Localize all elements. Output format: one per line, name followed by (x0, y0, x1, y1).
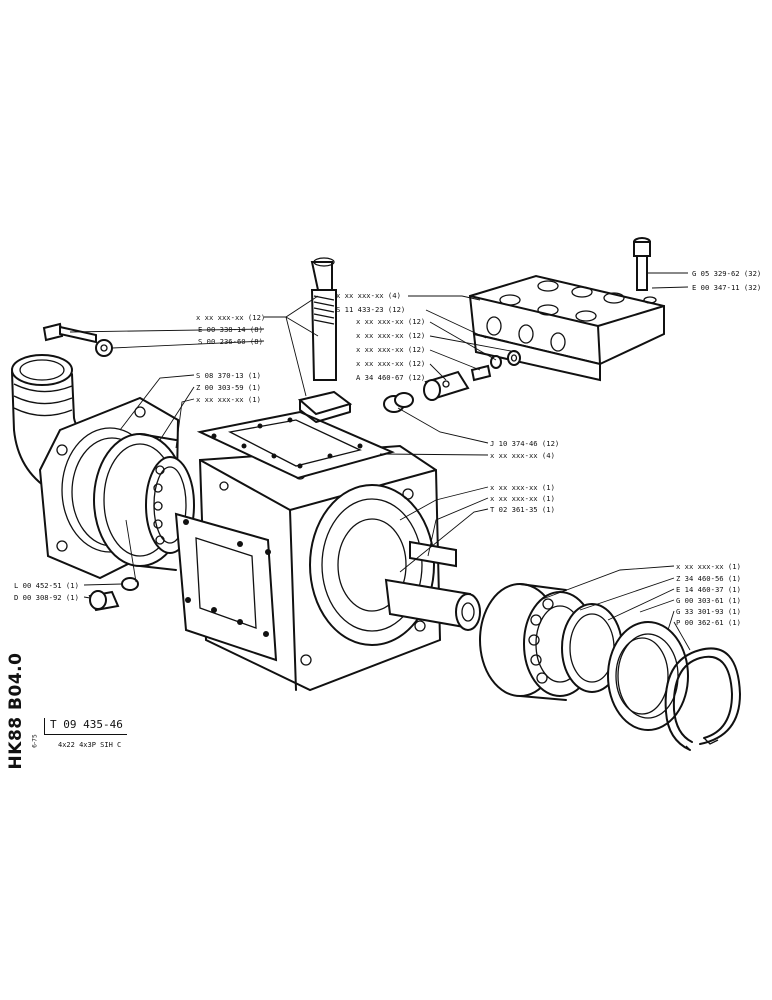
callout-labels: G 05 329-62 (32) E 00 347-11 (32) x xx x… (14, 269, 761, 627)
callout-g05: G 05 329-62 (32) (692, 269, 761, 278)
bolt-left (42, 322, 113, 357)
callout-xx12e: x xx xxx-xx (12) (196, 313, 265, 322)
callout-xx1b: x xx xxx-xx (1) (490, 483, 555, 492)
cap-screw (633, 237, 651, 291)
callout-xx1a: x xx xxx-xx (1) (196, 395, 261, 404)
drawing-code: HK88 B04.0 (4, 653, 28, 770)
reference-number: T 09 435-46 (50, 718, 123, 731)
callout-xx12d: x xx xxx-xx (12) (356, 359, 425, 368)
callout-xx12c: x xx xxx-xx (12) (356, 345, 425, 354)
callout-e14: E 14 460-37 (1) (676, 585, 741, 594)
drain-plug (88, 577, 139, 612)
date-code-text: 6-75 (31, 734, 39, 748)
callout-e00a: E 00 347-11 (32) (692, 283, 761, 292)
callout-t02: T 02 361-35 (1) (490, 505, 555, 514)
top-gasket (196, 410, 395, 480)
callout-xx4b: x xx xxx-xx (4) (490, 451, 555, 460)
callout-g00: G 00 303-61 (1) (676, 596, 741, 605)
bearing-housing (93, 433, 195, 571)
callout-s00: S 00 236-60 (8) (198, 337, 263, 346)
drawing-code-text: HK88 B04.0 (6, 652, 26, 770)
callout-d00: D 00 308-92 (1) (14, 593, 79, 602)
callout-z00: Z 00 303-59 (1) (196, 383, 261, 392)
reference-caption: 4x22 4x3P SIH C (58, 741, 122, 749)
callout-xx1c: x xx xxx-xx (1) (490, 494, 555, 503)
callout-e00b: E 00 338-14 (8) (198, 325, 263, 334)
callout-j10: J 10 374-46 (12) (490, 439, 559, 448)
callout-l00: L 00 452-51 (1) (14, 581, 79, 590)
top-cover-block (468, 274, 665, 382)
vertical-shaft (297, 257, 353, 423)
callout-xx12a: x xx xxx-xx (12) (356, 317, 425, 326)
callout-xx4: x xx xxx-xx (4) (336, 291, 401, 300)
date-code: 6-75 (30, 726, 40, 756)
leader-lines (69, 272, 691, 651)
reference-box (44, 718, 127, 735)
snap-ring (664, 647, 741, 751)
output-shaft (384, 540, 481, 631)
gearbox-housing (174, 444, 442, 692)
callout-p00: P 00 362-61 (1) (676, 618, 741, 627)
bearing-stack (479, 583, 689, 731)
callout-s11: S 11 433-23 (12) (336, 305, 405, 314)
callout-xx1d: x xx xxx-xx (1) (676, 562, 741, 571)
callout-s08: S 08 370-13 (1) (196, 371, 261, 380)
callout-z34: Z 34 460-56 (1) (676, 574, 741, 583)
valve-assembly (383, 350, 521, 413)
callout-xx12b: x xx xxx-xx (12) (356, 331, 425, 340)
callout-g33: G 33 301-93 (1) (676, 607, 741, 616)
callout-a34: A 34 460-67 (12) (356, 373, 425, 382)
